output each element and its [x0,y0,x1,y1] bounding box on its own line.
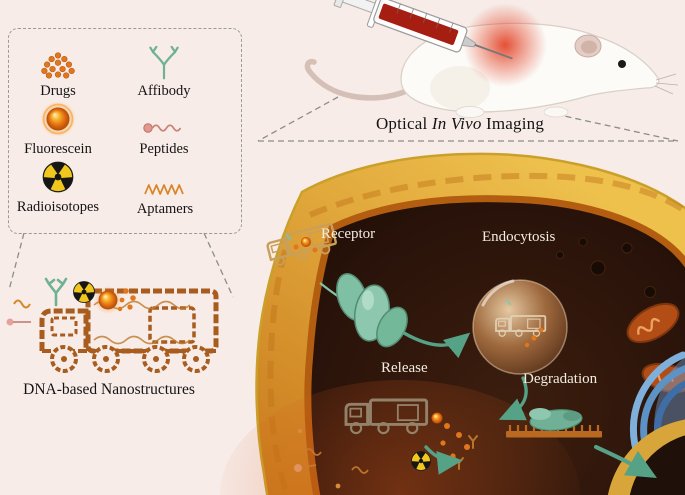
affibody-label: Affibody [137,83,191,99]
legend-item-drugs: Drugs [22,50,94,100]
invivo-caption: Optical In Vivo Imaging [330,114,590,134]
drug-dots-icon [41,52,75,79]
drugs-label: Drugs [40,83,76,99]
arrow-release-to-cargo [424,445,463,475]
syringe-icon [333,0,513,60]
legend-item-peptides: Peptides [124,104,204,158]
mouse-illustration [304,0,679,118]
tumor-glow [463,3,547,87]
organelle-dots [556,237,656,298]
legend-box [8,28,242,234]
mouse-eye [618,60,626,68]
mouse-tail [304,58,407,101]
receptor-protein [319,273,408,348]
receptor-label: Receptor [321,226,376,242]
legend-item-radioisotopes: Radioisotopes [8,156,108,216]
peptides-label: Peptides [139,141,189,157]
cell-illustration [220,152,685,495]
endocytosis-label: Endocytosis [482,229,556,245]
arrow-receptor-to-vesicle [402,331,471,359]
radiation-icon [410,451,432,471]
legend-item-aptamers: Aptamers [122,160,208,218]
caption-italic: In Vivo [431,114,482,133]
fluorescein-label: Fluorescein [24,141,92,157]
aptamer-icon [144,184,184,195]
radioisotope-icon [41,161,75,193]
fluorescein-icon [39,100,77,138]
caption-prefix: Optical [375,114,428,133]
legend-item-affibody: Affibody [122,46,206,100]
truck-cargo [6,277,136,326]
legend-item-fluorescein: Fluorescein [14,100,102,158]
arrow-vesicle-to-degradation [498,376,528,421]
nanostructure-label: DNA-based Nanostructures [23,381,195,398]
affibody-icon [149,46,179,80]
pathway-arrows [402,331,657,478]
vesicle [472,279,568,375]
mitochondrion-icon [626,302,680,344]
degradation-label: Degradation [523,371,598,387]
dna-truck-illustration [6,277,219,373]
stray-fragments [294,428,369,489]
radiation-icon [71,280,97,304]
peptide-icon [143,123,182,133]
release-label: Release [381,360,428,376]
dashed-connectors [8,96,679,298]
arrow-degradation-out [594,445,657,478]
radioisotopes-label: Radioisotopes [16,199,100,215]
degraded-dna-ruler [506,408,602,438]
membrane-truck [264,222,340,268]
caption-suffix: Imaging [485,114,545,133]
aptamers-label: Aptamers [136,201,194,217]
